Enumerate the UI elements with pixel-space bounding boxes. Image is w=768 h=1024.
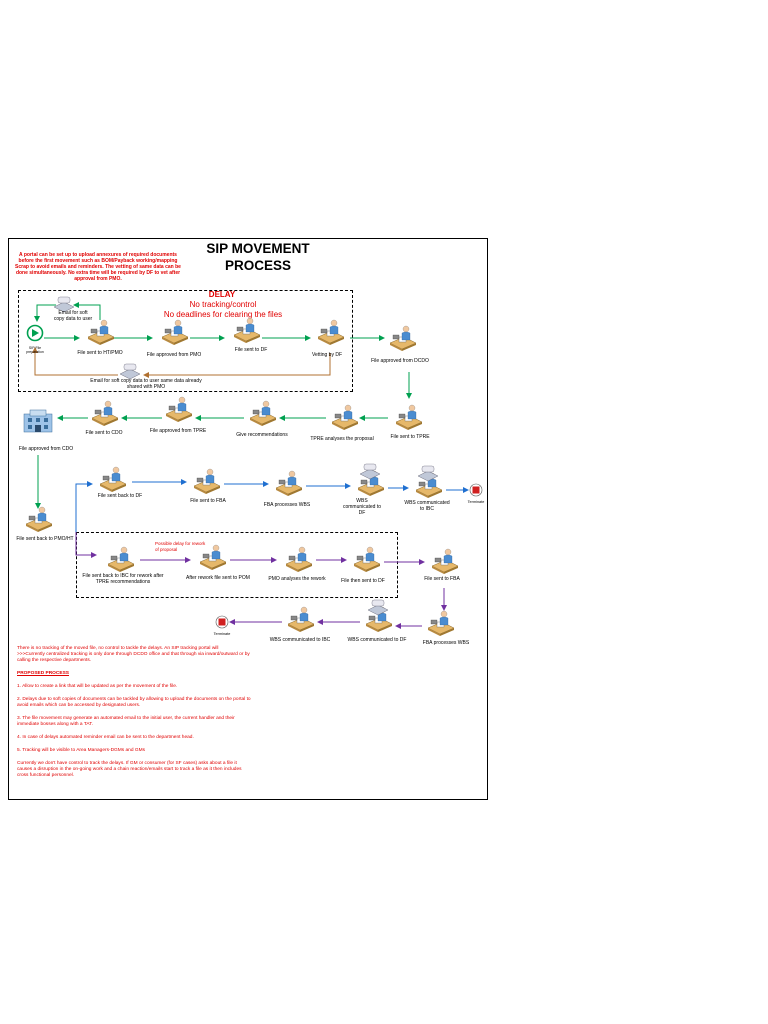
notes-intro: There is no tracking of the moved file, … (17, 646, 219, 651)
proposed-item-3: 3. The file movement may generate an aut… (17, 716, 235, 727)
title-line-2: PROCESS (224, 258, 292, 273)
person-df-vetting-icon (317, 319, 345, 346)
delay-line-1: No tracking/control (189, 300, 257, 309)
person-pmo-icon (161, 319, 189, 346)
notes-closing: Currently we don't have control to track… (17, 761, 242, 778)
notes-block: There is no tracking of the moved file, … (17, 646, 252, 786)
label-file-sent-tpre: File sent to TPRE (390, 434, 430, 440)
page-title: SIP MOVEMENT PROCESS (206, 240, 309, 274)
person-df-icon (233, 317, 261, 344)
label-file-sent-back-df: File sent back to DF (97, 493, 143, 499)
label-file-sent-ht-pmo: File sent to HT/PMO (77, 350, 123, 356)
person-ibc-rework-icon (107, 546, 135, 573)
email-wbs-df-2-icon (367, 599, 389, 616)
label-fba-processes-wbs-2: FBA processes WBS (422, 640, 470, 646)
label-file-sent-df-1: File sent to DF (234, 347, 268, 353)
label-file-then-sent-df: File then sent to DF (341, 578, 385, 584)
label-give-recommendations: Give recommendations (236, 432, 288, 438)
label-file-sent-back-ibc: File sent back to IBC for rework after T… (82, 573, 164, 585)
portal-note: A portal can be set up to upload annexur… (15, 252, 181, 282)
proposed-item-5: 5. Tracking will be visible to Area Mana… (17, 748, 145, 753)
person-cdo-icon (91, 400, 119, 427)
diagram-frame (8, 238, 488, 800)
label-terminate-1: Terminate (467, 500, 485, 504)
delay-box (18, 290, 353, 392)
email-wbs-ibc-icon (417, 465, 439, 482)
title-line-1: SIP MOVEMENT (206, 241, 310, 256)
proposed-item-2: 2. Delays due to soft copies of document… (17, 697, 251, 708)
person-tpre-approved-icon (165, 396, 193, 423)
label-file-sent-cdo: File sent to CDO (85, 430, 123, 436)
label-pmo-analyses-rework: PMO analyses the rework (268, 576, 326, 582)
notes-intro-2: >>>Currently centralized tracking is onl… (17, 652, 250, 663)
proposed-process-header: PROPOSED PROCESS (17, 671, 69, 676)
delay-line-2: No deadlines for clearing the files (163, 310, 283, 319)
person-tpre-icon (395, 404, 423, 431)
label-wbs-comm-ibc-1: WBS communicated to IBC (404, 500, 450, 512)
rework-box (76, 532, 398, 598)
label-terminate-2: Terminate (213, 632, 231, 636)
rework-note: Possible delay for rework of proposal (155, 541, 206, 552)
label-file-approved-cdo: File approved from CDO (18, 446, 74, 452)
person-df-then-icon (353, 546, 381, 573)
label-file-sent-fba-1: File sent to FBA (190, 498, 226, 504)
label-wbs-comm-ibc-2: WBS communicated to IBC (269, 637, 331, 643)
person-fba-processes-icon (275, 470, 303, 497)
label-vetting-by-df: Vetting by DF (311, 352, 343, 358)
label-email-soft-copy-top: Email for soft copy data to user (53, 310, 93, 322)
person-tpre-analyses-icon (331, 404, 359, 431)
label-fba-processes-wbs-1: FBA processes WBS (263, 502, 311, 508)
proposed-item-1: 1. Allow to create a link that will be u… (17, 684, 178, 689)
label-file-approved-tpre: File approved from TPRE (149, 428, 207, 434)
person-fba-processes-2-icon (427, 610, 455, 637)
person-wbs-ibc-2-icon (287, 606, 315, 633)
start-icon (26, 324, 44, 342)
building-icon (23, 409, 53, 433)
label-tpre-analyses: TPRE analyses the proposal (310, 436, 374, 442)
person-fba-2-icon (431, 548, 459, 575)
terminate-icon-2 (215, 615, 229, 629)
person-dcdo-icon (389, 325, 417, 352)
person-fba-icon (193, 468, 221, 495)
label-sip-file-prep: SIP File preparation (26, 346, 44, 354)
person-ht-pmo-icon (87, 319, 115, 346)
terminate-icon (469, 483, 483, 497)
label-file-sent-back-pmo-ht: File sent back to PMO/HT (16, 536, 74, 542)
delay-title: DELAY (208, 290, 236, 299)
person-df-back-icon (99, 466, 127, 493)
label-email-soft-copy-bottom: Email for soft copy data to user same da… (90, 378, 202, 390)
email-icon-2 (119, 363, 141, 380)
label-file-approved-dcdo: File approved from DCDO (371, 358, 429, 364)
person-pmo-rework-icon (285, 546, 313, 573)
label-wbs-comm-df-1: WBS communicated to DF (342, 498, 382, 516)
label-after-rework-pom: After rework file sent to POM (186, 575, 250, 581)
person-recommendations-icon (249, 400, 277, 427)
email-wbs-df-icon (359, 463, 381, 480)
label-wbs-comm-df-2: WBS communicated to DF (347, 637, 407, 643)
person-pmo-ht-icon (25, 506, 53, 533)
label-file-sent-fba-2: File sent to FBA (424, 576, 460, 582)
proposed-item-4: 4. In case of delays automated reminder … (17, 735, 194, 740)
label-file-approved-pmo: File approved from PMO (146, 352, 202, 358)
